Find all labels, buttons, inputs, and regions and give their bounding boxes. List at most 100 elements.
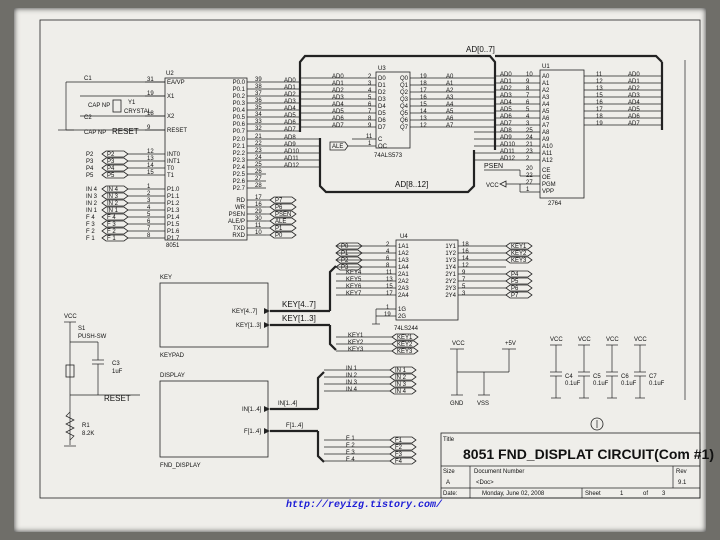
u1-addr-net-7: AD7 [500, 121, 512, 127]
u1-ctrl-0: CE [542, 168, 550, 174]
u3-q-num-7: 12 [420, 123, 427, 129]
u2-rpin-num-5: 34 [255, 112, 262, 118]
display-top-out-3-connector [389, 387, 417, 395]
u1-a-0: A0 [542, 74, 550, 80]
u3-out-net-7: A7 [446, 123, 454, 129]
u3-in-net-1: AD1 [332, 81, 344, 87]
u4-y-num-1: 16 [462, 249, 469, 255]
u4-out-net-6-connector [505, 284, 533, 292]
u3-d-num-2: 4 [368, 88, 372, 94]
u2-rnet-16: P7 [275, 198, 283, 204]
u4-out-net-6: P6 [511, 286, 519, 292]
u4-in-net-3-connector [335, 263, 363, 271]
u1-o-num-2: 13 [596, 86, 603, 92]
u2-rnet-6: AD6 [284, 120, 296, 126]
u2-rpin-6: P0.6 [233, 122, 246, 128]
u2-pin-10: P1.2 [167, 201, 180, 207]
u4-a-6: 2A3 [398, 286, 409, 292]
u1-a-6: A6 [542, 116, 550, 122]
display-port-top: IN[1..4] [242, 407, 262, 413]
display-top-out-1-connector [389, 373, 417, 381]
u1-o-num-6: 18 [596, 114, 603, 120]
reset-vcc: VCC [64, 314, 77, 320]
u2-left-net-text-0: P2 [86, 152, 94, 158]
u1-addr-num-2: 8 [526, 86, 530, 92]
sheet-value: 1 [620, 491, 624, 497]
u2-pin-num-3: 9 [147, 125, 151, 131]
u1-a-1: A1 [542, 81, 550, 87]
u1-addr-num-4: 6 [526, 100, 530, 106]
y1-ref: Y1 [128, 100, 136, 106]
u2-rnet-5: AD5 [284, 113, 296, 119]
u2-rpin-num-14: 27 [255, 176, 262, 182]
c3-ref: C3 [112, 361, 120, 367]
display-top-out-3: IN 4 [395, 389, 407, 395]
u1-addr-net-9: AD9 [500, 135, 512, 141]
u3-q-2: Q2 [400, 90, 409, 96]
u2-left-net-4: IN 4 [107, 187, 119, 193]
u2-rpin-num-4: 35 [255, 105, 262, 111]
u2-rpin-num-9: 22 [255, 141, 262, 147]
decap-vcc-2: VCC [606, 337, 619, 343]
u1-addr-net-5: AD5 [500, 107, 512, 113]
u4-out-net-0-connector [505, 242, 533, 250]
u2-pin-num-0: 31 [147, 77, 154, 83]
u2-rpin-10: P2.2 [233, 151, 246, 157]
u1-o-net-1: AD1 [628, 79, 640, 85]
u2-rnet-8: AD8 [284, 135, 296, 141]
u2-rpin-num-16: 17 [255, 195, 262, 201]
keypad-fan-out-1-connector [391, 340, 419, 348]
u2-rpin-3: P0.3 [233, 101, 246, 107]
bus-ad0-7 [298, 54, 497, 150]
c1-ref: C1 [84, 76, 92, 82]
u2-rpin-num-7: 32 [255, 126, 262, 132]
u1-ctrl-num-3: 1 [526, 187, 530, 193]
keypad-fan-out-1: KEY2 [397, 342, 413, 348]
u1-a-4: A4 [542, 102, 550, 108]
u2-pin-1: X1 [167, 94, 175, 100]
u2-rnet-20: P1 [275, 226, 283, 232]
u4-a-7: 2A4 [398, 293, 409, 299]
u1-addr-num-3: 7 [526, 93, 530, 99]
u2-rpin-num-21: 10 [255, 230, 262, 236]
u3-q-num-2: 17 [420, 88, 427, 94]
decap-vcc-1: VCC [578, 337, 591, 343]
u3-d-4: D4 [378, 104, 386, 110]
u1-part: 2764 [548, 201, 562, 207]
display-top-fan-0: IN 1 [346, 366, 358, 372]
u2-rnet-17-connector [269, 203, 297, 211]
u3-d-0: D0 [378, 76, 386, 82]
display-top-fan-1: IN 2 [346, 373, 358, 379]
u2-left-net-text-6: IN 2 [86, 201, 98, 207]
reset-circuit-net: RESET [104, 394, 131, 403]
decap-value-2: 0.1uF [621, 381, 637, 387]
crystal-label: CRYSTAL [124, 109, 152, 115]
u3-out-net-6: A6 [446, 116, 454, 122]
key1-3-bus-label: KEY[1..3] [282, 314, 316, 323]
c2-ref: C2 [84, 115, 92, 121]
u1-addr-num-0: 10 [526, 72, 533, 78]
u2-left-net-text-10: F 2 [86, 229, 95, 235]
u4-y-4: 2Y1 [445, 272, 456, 278]
u2-rpin-8: P2.0 [233, 137, 246, 143]
u2-pin-num-8: 1 [147, 184, 151, 190]
power-gnd: GND [450, 401, 464, 407]
decap-ref-0: C4 [565, 374, 573, 380]
u4-in-net-4: KEY4 [346, 270, 362, 276]
u2-pin-num-1: 19 [147, 91, 154, 97]
decap-ref-2: C6 [621, 374, 629, 380]
u4-a-4: 2A1 [398, 272, 409, 278]
u4-in-net-1-connector [335, 249, 363, 257]
u3-d-num-5: 7 [368, 109, 372, 115]
u2-pin-5: INT1 [167, 159, 181, 165]
u2-rpin-21: RXD [232, 233, 245, 239]
u3-d-6: D6 [378, 118, 386, 124]
u2-rpin-16: RD [236, 198, 245, 204]
u4-y-6: 2Y3 [445, 286, 456, 292]
of-value: 3 [662, 491, 666, 497]
u4-y-num-0: 18 [462, 242, 469, 248]
display-top-fan-2: IN 3 [346, 380, 358, 386]
bus-ad8-12 [318, 138, 476, 194]
u3-ref: U3 [378, 66, 386, 72]
